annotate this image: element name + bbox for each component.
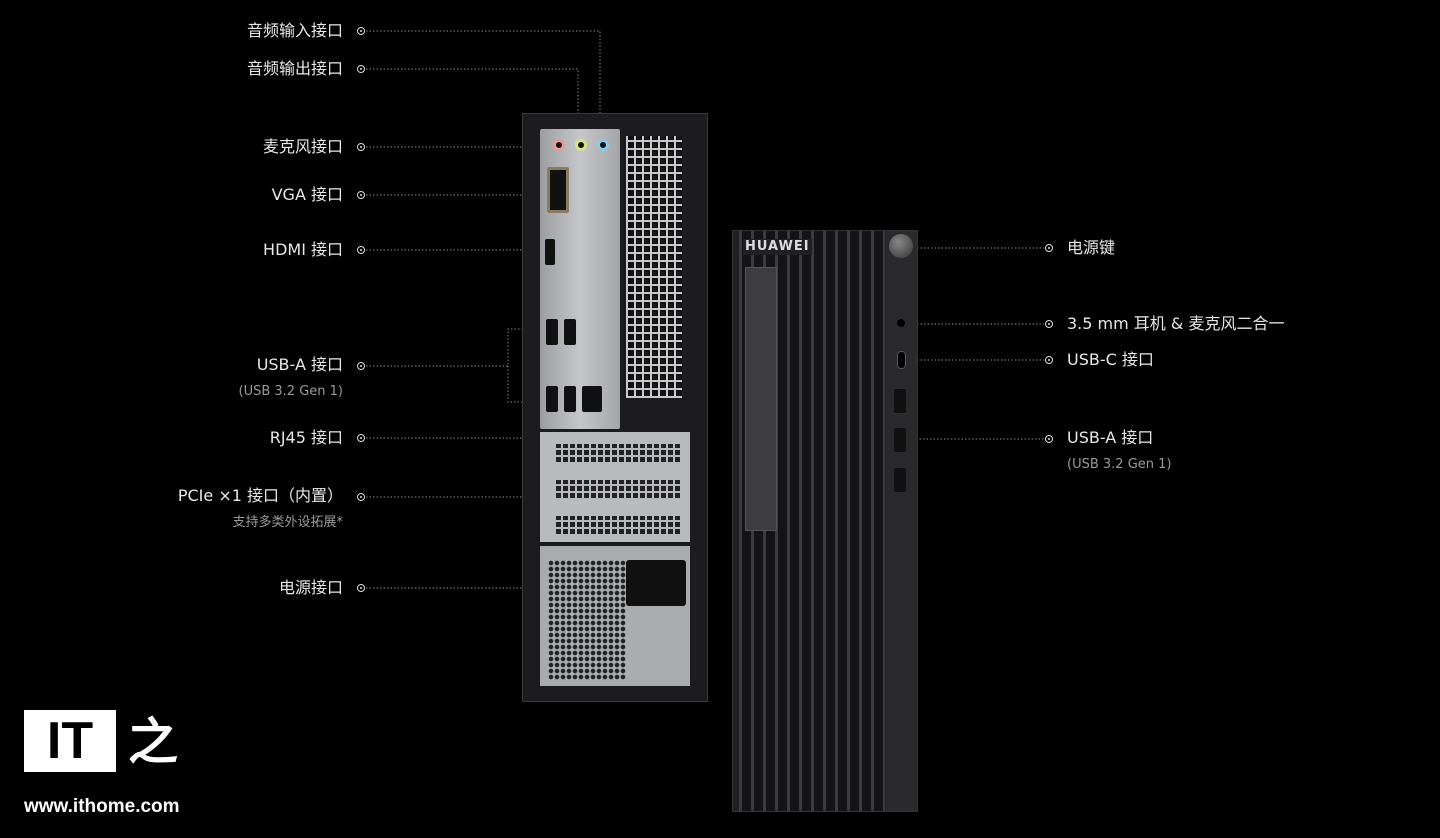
drive-bay: [745, 267, 777, 531]
callout-dot: [1045, 356, 1053, 364]
vga-port: [547, 167, 569, 213]
callout-dot: [357, 246, 365, 254]
callout-dot: [357, 191, 365, 199]
label-pcie-sub: 支持多类外设拓展*: [232, 515, 343, 530]
vent-grille: [626, 136, 682, 398]
expansion-slots: [540, 432, 690, 542]
usb-a-port: [894, 389, 906, 413]
label-mic: 麦克风接口: [262, 137, 343, 156]
usb-a-port: [894, 428, 906, 452]
label-combo-jack: 3.5 mm 耳机 & 麦克风二合一: [1067, 314, 1285, 333]
label-audio-out: 音频输出接口: [246, 59, 343, 78]
front-io-strip: [886, 231, 917, 811]
slot-cover: [554, 444, 682, 464]
label-power-button: 电源键: [1067, 238, 1116, 257]
hdmi-port: [545, 239, 555, 265]
callout-dot: [357, 65, 365, 73]
callout-dot: [357, 584, 365, 592]
watermark-url: www.ithome.com: [24, 796, 180, 817]
label-rj45: RJ45 接口: [269, 428, 343, 447]
callout-dot: [357, 493, 365, 501]
power-supply: [540, 546, 690, 686]
rear-panel-image: [522, 113, 708, 702]
audio-jack: [897, 319, 905, 327]
usb-c-port: [897, 351, 906, 369]
mic-jack: [553, 139, 565, 151]
callout-dot: [1045, 244, 1053, 252]
callout-dot: [357, 434, 365, 442]
callout-dot: [1045, 320, 1053, 328]
label-usb-a-front-sub: (USB 3.2 Gen 1): [1067, 457, 1172, 472]
usb-a-port: [546, 319, 558, 345]
label-pcie: PCIe ×1 接口（内置）: [177, 486, 343, 505]
audio-in-jack: [597, 139, 609, 151]
rj45-port: [582, 386, 602, 412]
label-usb-c: USB-C 接口: [1067, 350, 1154, 369]
psu-grille: [548, 560, 626, 680]
label-audio-in: 音频输入接口: [246, 21, 343, 40]
label-usb-a-rear-sub: (USB 3.2 Gen 1): [238, 384, 343, 399]
power-inlet: [626, 560, 686, 606]
brand-logo: HUAWEI: [743, 239, 812, 255]
callout-dot: [357, 143, 365, 151]
usb-a-port: [894, 468, 906, 492]
label-usb-a-rear: USB-A 接口: [256, 355, 343, 374]
usb-a-port: [564, 319, 576, 345]
usb-a-port: [564, 386, 576, 412]
callout-dot: [357, 27, 365, 35]
front-panel-image: HUAWEI: [732, 230, 918, 812]
power-button: [889, 234, 913, 258]
slot-cover: [554, 480, 682, 500]
label-usb-a-front: USB-A 接口: [1067, 428, 1154, 447]
ithome-logo-text: 之家: [128, 713, 178, 771]
label-vga: VGA 接口: [271, 185, 343, 204]
ithome-logo-mark: IT: [24, 710, 116, 772]
callout-dot: [357, 362, 365, 370]
io-plate: [540, 129, 620, 429]
slot-cover: [554, 516, 682, 536]
usb-a-port: [546, 386, 558, 412]
label-power-port: 电源接口: [278, 578, 343, 597]
label-hdmi: HDMI 接口: [263, 240, 343, 259]
callout-dot: [1045, 435, 1053, 443]
audio-out-jack: [575, 139, 587, 151]
